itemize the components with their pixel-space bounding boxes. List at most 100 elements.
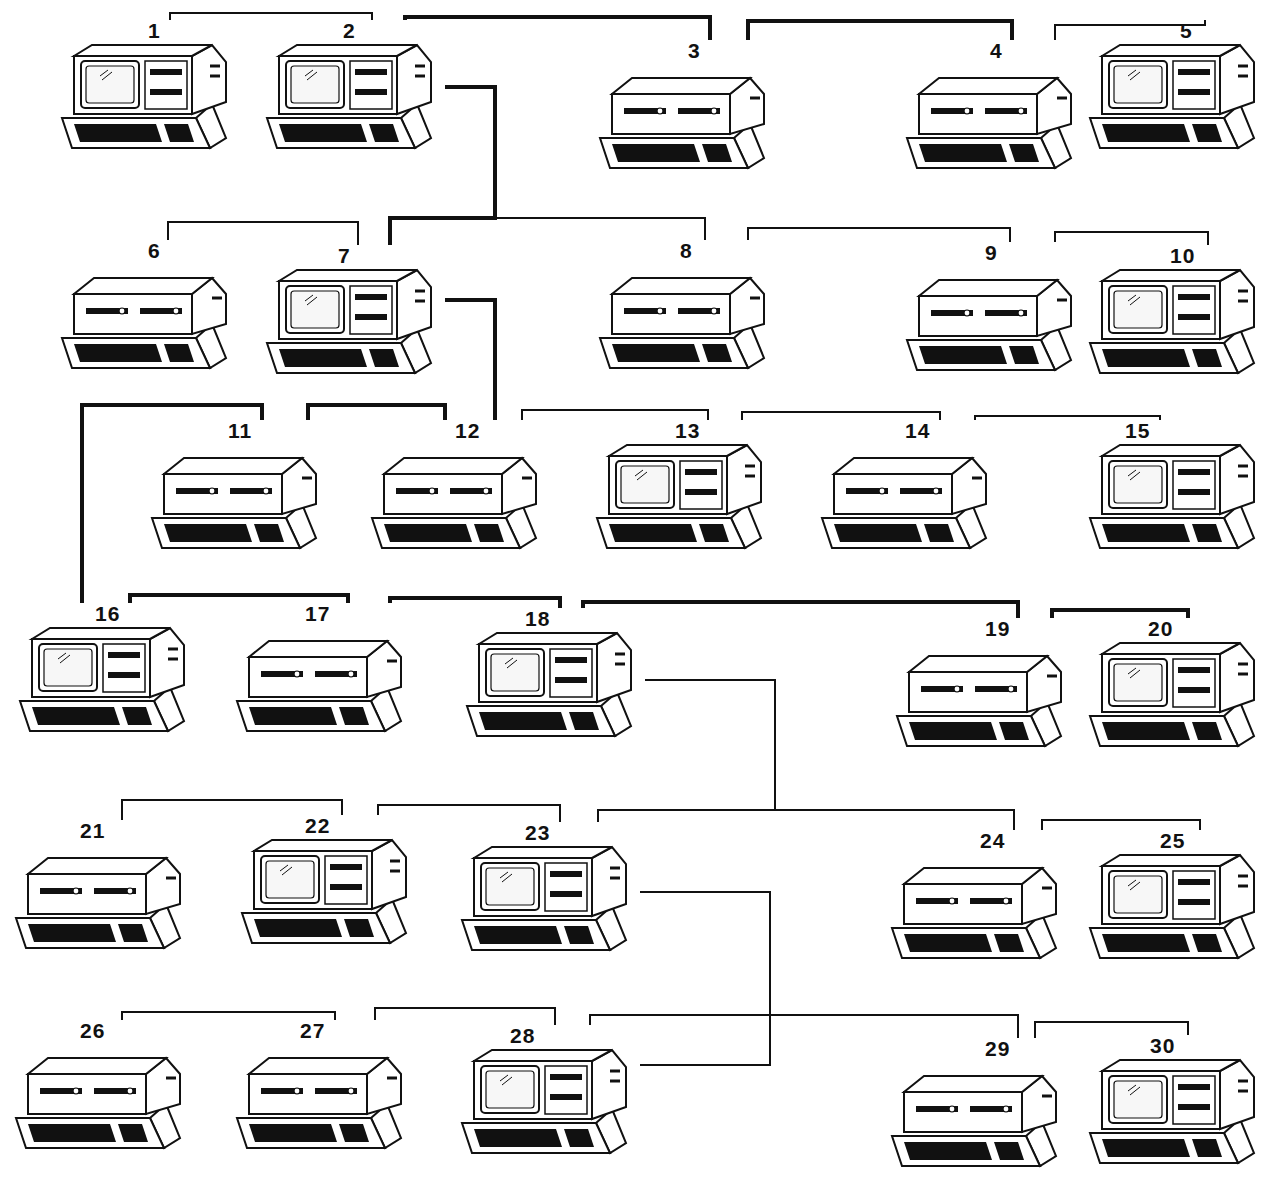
computer-node: 2 [265, 20, 445, 154]
callout-number: 30 [1150, 1035, 1175, 1057]
callout-number: 21 [80, 820, 105, 842]
computer-node: 29 [890, 1038, 1070, 1172]
computer-terminal [235, 625, 415, 737]
computer-with-monitor [595, 442, 775, 554]
callout-number: 2 [343, 20, 356, 42]
computer-terminal [895, 640, 1075, 752]
callout-number: 12 [455, 420, 480, 442]
computer-terminal [905, 62, 1085, 174]
callout-number: 18 [525, 608, 550, 630]
highlighted-cable [583, 602, 1018, 618]
computer-terminal [14, 1042, 194, 1154]
computer-terminal [598, 262, 778, 374]
callout-number: 13 [675, 420, 700, 442]
computer-node: 3 [598, 40, 778, 174]
computer-with-monitor [460, 1047, 640, 1159]
callout-number: 19 [985, 618, 1010, 640]
computer-node: 5 [1088, 20, 1268, 154]
computer-terminal [598, 62, 778, 174]
callout-number: 25 [1160, 830, 1185, 852]
computer-with-monitor [1088, 852, 1268, 964]
network-cable [598, 680, 775, 822]
computer-node: 10 [1088, 245, 1268, 379]
callout-number: 11 [228, 420, 252, 442]
network-cable [122, 1012, 335, 1020]
computer-terminal [14, 842, 194, 954]
highlighted-cable [748, 21, 1012, 40]
callout-number: 20 [1148, 618, 1173, 640]
computer-node: 4 [905, 40, 1085, 174]
callout-number: 6 [148, 240, 161, 262]
computer-node: 21 [14, 820, 194, 954]
computer-node: 7 [265, 245, 445, 379]
computer-with-monitor [1088, 442, 1268, 554]
computer-terminal [890, 852, 1070, 964]
callout-number: 1 [148, 20, 161, 42]
computer-node: 23 [460, 822, 640, 956]
callout-number: 3 [688, 40, 701, 62]
highlighted-cable [445, 300, 495, 420]
computer-node: 18 [465, 608, 645, 742]
highlighted-cable [1052, 610, 1188, 618]
callout-number: 27 [300, 1020, 325, 1042]
computer-with-monitor [60, 42, 240, 154]
computer-terminal [235, 1042, 415, 1154]
computer-node: 13 [595, 420, 775, 554]
computer-node: 30 [1088, 1035, 1268, 1169]
computer-node: 27 [235, 1020, 415, 1154]
computer-with-monitor [240, 837, 420, 949]
network-cable [1042, 820, 1200, 830]
callout-number: 26 [80, 1020, 105, 1042]
computer-with-monitor [465, 630, 645, 742]
computer-with-monitor [1088, 1057, 1268, 1169]
network-cable [742, 412, 940, 420]
computer-node: 17 [235, 603, 415, 737]
computer-node: 25 [1088, 830, 1268, 964]
callout-number: 22 [305, 815, 330, 837]
network-cable [168, 222, 358, 245]
computer-node: 24 [890, 830, 1070, 964]
callout-number: 28 [510, 1025, 535, 1047]
computer-node: 26 [14, 1020, 194, 1154]
network-cable [640, 892, 770, 1065]
network-cable [748, 228, 1010, 242]
computer-node: 28 [460, 1025, 640, 1159]
computer-node: 22 [240, 815, 420, 949]
computer-terminal [820, 442, 1000, 554]
computer-node: 1 [60, 20, 240, 154]
computer-node: 19 [895, 618, 1075, 752]
network-cable [590, 1015, 1018, 1038]
highlighted-cable [405, 17, 710, 40]
computer-with-monitor [265, 42, 445, 154]
computer-terminal [905, 264, 1085, 376]
computer-terminal [890, 1060, 1070, 1172]
computer-with-monitor [460, 844, 640, 956]
callout-number: 29 [985, 1038, 1010, 1060]
callout-number: 4 [990, 40, 1003, 62]
callout-number: 8 [680, 240, 693, 262]
network-cable [522, 410, 708, 420]
callout-number: 17 [305, 603, 330, 625]
computer-with-monitor [1088, 640, 1268, 752]
computer-node: 14 [820, 420, 1000, 554]
callout-number: 14 [905, 420, 930, 442]
callout-number: 15 [1125, 420, 1150, 442]
computer-node: 11 [150, 420, 330, 554]
highlighted-cable [390, 598, 560, 608]
computer-with-monitor [18, 625, 198, 737]
computer-terminal [370, 442, 550, 554]
network-cable [1055, 232, 1208, 245]
highlighted-cable [130, 595, 348, 603]
computer-with-monitor [1088, 42, 1268, 154]
computer-terminal [60, 262, 240, 374]
callout-number: 16 [95, 603, 120, 625]
computer-node: 15 [1088, 420, 1268, 554]
callout-number: 5 [1180, 20, 1193, 42]
computer-with-monitor [1088, 267, 1268, 379]
computer-node: 20 [1088, 618, 1268, 752]
network-cable [375, 1008, 555, 1025]
computer-node: 9 [905, 242, 1085, 376]
computer-node: 12 [370, 420, 550, 554]
callout-number: 10 [1170, 245, 1195, 267]
